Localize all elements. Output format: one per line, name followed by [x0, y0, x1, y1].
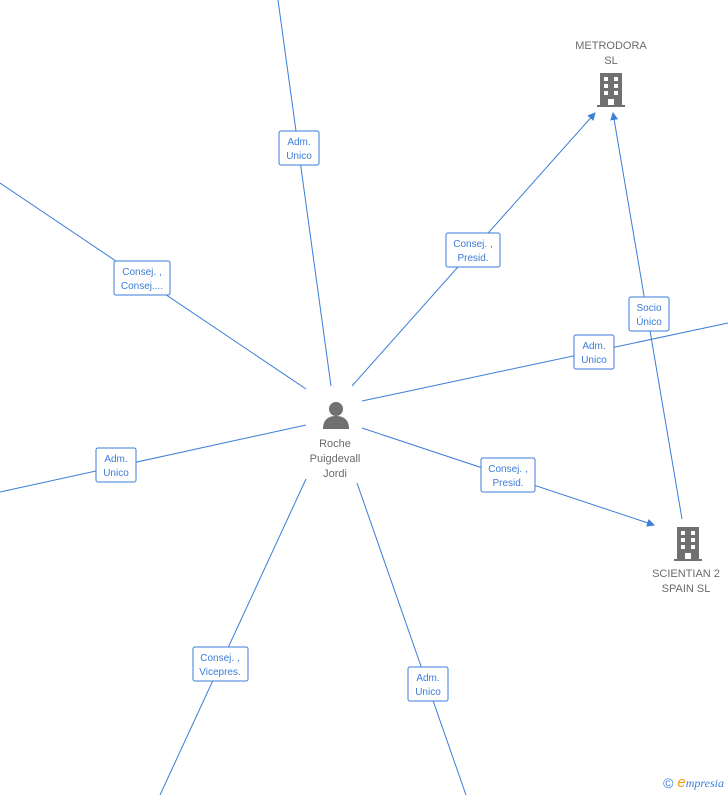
edge-label-bottom-line1: Adm. [416, 673, 439, 684]
edge-label-upper-left-line1: Consej. , [122, 267, 161, 278]
footer-brand: © empresia [663, 774, 724, 791]
building-icon [674, 527, 702, 561]
person-icon [323, 402, 349, 429]
edge-label-scientian-metrodora-line1: Socio [636, 303, 661, 314]
edge-label-right[interactable]: Adm. Unico [573, 334, 615, 370]
person-name-line1: Roche [319, 438, 351, 450]
edge-line-left [0, 424, 307, 493]
edge-label-to-metrodora[interactable]: Consej. , Presid. [445, 232, 501, 268]
edge-label-to-scientian-line2: Presid. [492, 478, 523, 489]
building-icon [597, 73, 625, 107]
edge-label-scientian-metrodora-line2: Único [636, 315, 662, 328]
brand-initial: e [677, 774, 686, 791]
edge-label-upper-left-line2: Consej.... [121, 281, 163, 292]
edge-line-right [361, 322, 728, 402]
metrodora-name-line1: METRODORA [575, 40, 647, 52]
edge-line-bottom [356, 482, 467, 795]
company-node-metrodora[interactable]: METRODORA SL [575, 40, 647, 107]
copyright-icon: © [663, 774, 674, 791]
brand-logo: empresia [677, 774, 724, 791]
edge-label-upper-left[interactable]: Consej. , Consej.... [113, 260, 171, 296]
brand-name: mpresia [685, 776, 724, 790]
edge-label-left-line1: Adm. [104, 454, 127, 465]
edge-line-top [277, 0, 332, 387]
edge-label-bottom-line2: Unico [415, 687, 441, 698]
edge-label-to-scientian[interactable]: Consej. , Presid. [480, 457, 536, 493]
edge-label-left-line2: Unico [103, 468, 129, 479]
edge-label-right-line2: Unico [581, 355, 607, 366]
edge-line-lower-left [159, 478, 307, 795]
edge-label-scientian-metrodora[interactable]: Socio Único [628, 296, 670, 332]
metrodora-name-line2: SL [604, 55, 617, 67]
edge-label-lower-left-line2: Vicepres. [199, 667, 241, 678]
edge-label-top-line1: Adm. [287, 137, 310, 148]
edge-label-bottom[interactable]: Adm. Unico [407, 666, 449, 702]
edge-label-top-line2: Unico [286, 151, 312, 162]
person-name-line2: Puigdevall [310, 453, 361, 465]
scientian-name-line2: SPAIN SL [662, 583, 711, 595]
edge-label-lower-left[interactable]: Consej. , Vicepres. [192, 646, 249, 682]
edge-label-top[interactable]: Adm. Unico [278, 130, 320, 166]
edge-label-to-metrodora-line2: Presid. [457, 253, 488, 264]
edge-label-left[interactable]: Adm. Unico [95, 447, 137, 483]
edge-label-to-scientian-line1: Consej. , [488, 464, 527, 475]
person-name-line3: Jordi [323, 468, 347, 480]
scientian-name-line1: SCIENTIAN 2 [652, 568, 720, 580]
edge-label-lower-left-line1: Consej. , [200, 653, 239, 664]
edge-label-right-line1: Adm. [582, 341, 605, 352]
edge-label-to-metrodora-line1: Consej. , [453, 239, 492, 250]
company-node-scientian[interactable]: SCIENTIAN 2 SPAIN SL [652, 527, 720, 595]
person-node[interactable]: Roche Puigdevall Jordi [310, 402, 361, 480]
